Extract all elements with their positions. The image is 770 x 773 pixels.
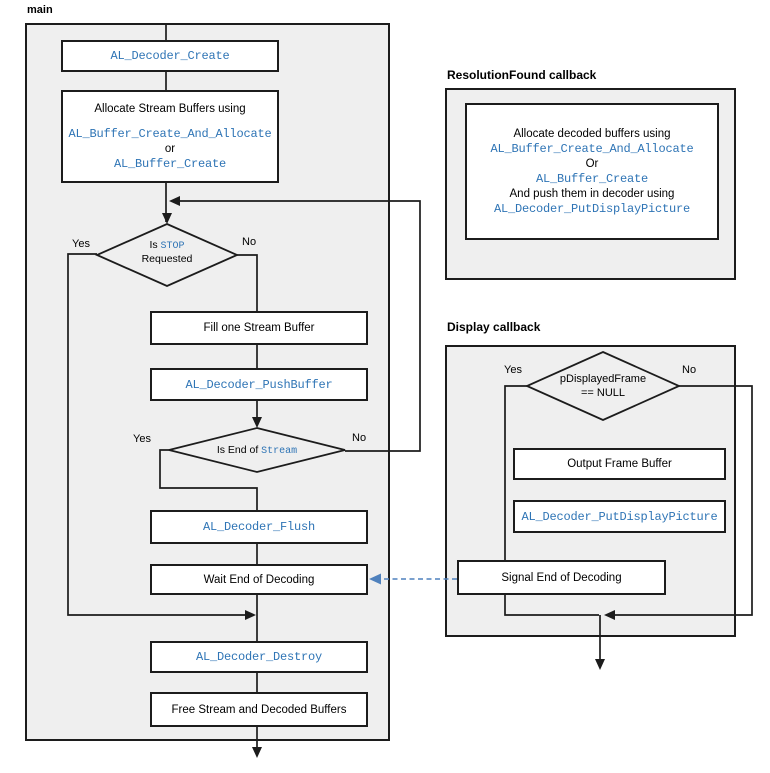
resfound-code2: AL_Buffer_Create [535, 171, 649, 186]
allocate-or: or [164, 142, 176, 155]
null-diamond-text: pDisplayedFrame == NULL [527, 372, 679, 400]
fill-stream-buffer-text: Fill one Stream Buffer [203, 322, 315, 334]
stop-diamond-text: Is STOP Requested [97, 239, 237, 266]
node-decoder-putdisplaypicture: AL_Decoder_PutDisplayPicture [513, 500, 726, 533]
node-resolutionfound-actions: Allocate decoded buffers using AL_Buffer… [465, 103, 719, 240]
label-eos-yes: Yes [133, 433, 151, 445]
allocate-code1: AL_Buffer_Create_And_Allocate [68, 126, 272, 141]
label-stop-no: No [242, 236, 257, 248]
label-null-yes: Yes [504, 364, 522, 376]
node-decoder-flush: AL_Decoder_Flush [150, 510, 368, 544]
node-fill-stream-buffer: Fill one Stream Buffer [150, 311, 368, 345]
decoder-flush-text: AL_Decoder_Flush [202, 520, 316, 534]
free-buffers-text: Free Stream and Decoded Buffers [171, 703, 347, 716]
node-output-frame-buffer: Output Frame Buffer [513, 448, 726, 480]
decoder-destroy-text: AL_Decoder_Destroy [195, 650, 323, 664]
resfound-code3: AL_Decoder_PutDisplayPicture [493, 201, 691, 216]
decoder-putdisplaypicture-text: AL_Decoder_PutDisplayPicture [521, 509, 718, 524]
eos-diamond-text: Is End of Stream [169, 444, 345, 458]
display-callback-label: Display callback [447, 320, 541, 334]
node-decoder-destroy: AL_Decoder_Destroy [150, 641, 368, 673]
stop-diamond-line1: Is STOP [97, 239, 237, 253]
eos-text-prefix: Is End of [216, 444, 262, 456]
allocate-code2: AL_Buffer_Create [113, 156, 227, 171]
resfound-code1: AL_Buffer_Create_And_Allocate [490, 141, 694, 156]
resfound-line1: Allocate decoded buffers using [513, 127, 671, 140]
node-signal-end-of-decoding: Signal End of Decoding [457, 560, 666, 595]
label-stop-yes: Yes [72, 238, 90, 250]
node-allocate-stream-buffers: Allocate Stream Buffers using AL_Buffer_… [61, 90, 279, 183]
resfound-or: Or [585, 157, 599, 170]
null-diamond-line1: pDisplayedFrame [559, 373, 647, 385]
node-decoder-create: AL_Decoder_Create [61, 40, 279, 72]
node-wait-end-of-decoding: Wait End of Decoding [150, 564, 368, 595]
output-frame-buffer-text: Output Frame Buffer [567, 458, 672, 470]
main-label: main [27, 4, 53, 16]
resolutionfound-label: ResolutionFound callback [447, 68, 597, 82]
node-free-buffers: Free Stream and Decoded Buffers [150, 692, 368, 727]
node-decoder-pushbuffer: AL_Decoder_PushBuffer [150, 368, 368, 401]
arrowhead-display-exit [595, 659, 605, 670]
arrowhead-main-exit [252, 747, 262, 758]
decoder-pushbuffer-text: AL_Decoder_PushBuffer [185, 377, 333, 392]
stop-text-code: STOP [160, 241, 185, 252]
stop-text-prefix: Is [149, 239, 161, 251]
label-eos-no: No [352, 432, 367, 444]
stop-diamond-line2: Requested [141, 253, 193, 265]
label-null-no: No [682, 364, 697, 376]
decoder-create-text: AL_Decoder_Create [110, 49, 230, 63]
eos-diamond-line1: Is End of Stream [169, 444, 345, 458]
signal-end-of-decoding-text: Signal End of Decoding [501, 571, 622, 584]
allocate-line1: Allocate Stream Buffers using [94, 102, 246, 115]
wait-end-of-decoding-text: Wait End of Decoding [203, 573, 315, 586]
resfound-line2: And push them in decoder using [509, 187, 675, 200]
null-diamond-line2: == NULL [580, 387, 626, 399]
eos-text-code: Stream [261, 446, 298, 457]
